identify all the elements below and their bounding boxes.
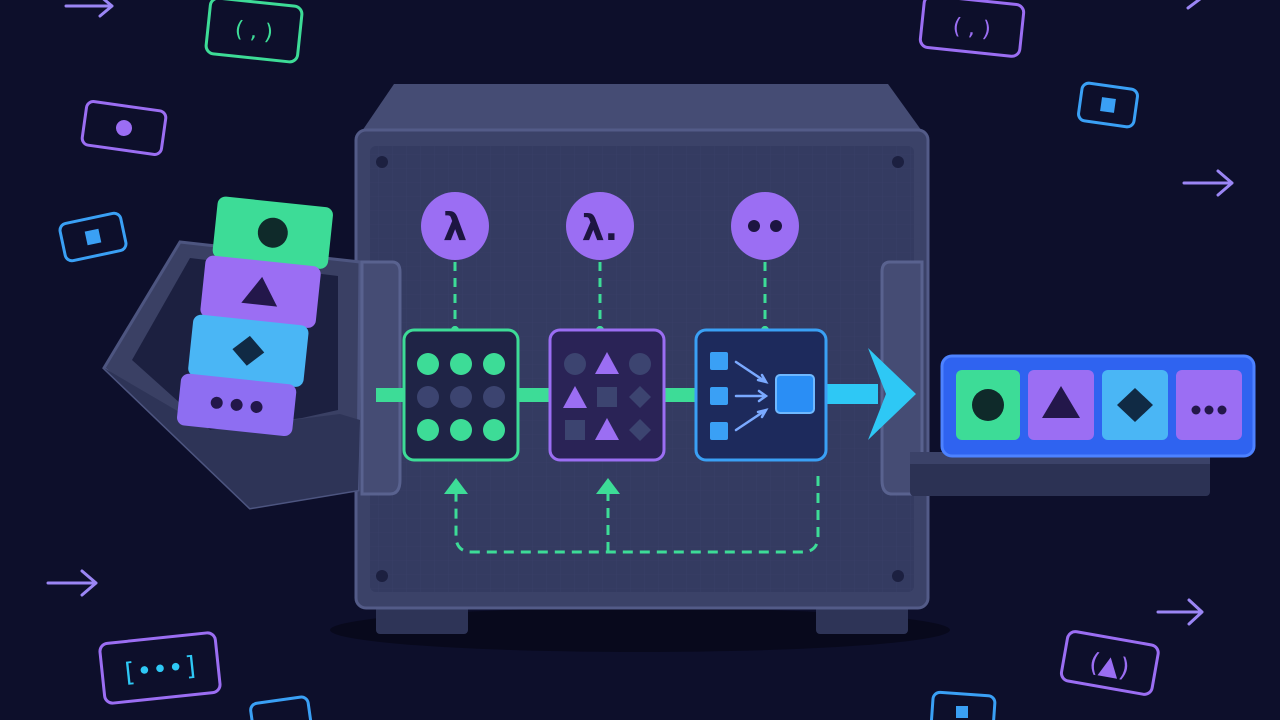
arrow-right-icon [64,0,114,18]
operator-lambda: λ [421,192,489,260]
floating-tag-tuple-top-left: ( , ) [204,0,304,64]
diamond-icon [232,335,265,366]
output-arrow-icon [868,348,916,440]
operator-connectors [453,262,767,330]
floating-tag-square-right [1077,81,1139,129]
circle-icon [116,120,132,136]
lambda-icon: λ [443,205,467,249]
diamond-icon [1117,388,1153,422]
output-flow-line [826,384,878,404]
output-port [880,260,924,496]
feedback-loop [454,476,820,554]
ellipsis-icon [210,396,263,413]
machine-top [360,84,924,134]
arrow-right-icon [46,569,98,597]
svg-text:( , ): ( , ) [951,14,992,43]
feedback-arrow-icon [444,478,468,494]
input-token-stack [177,196,333,437]
arrow-right-icon [1182,169,1234,197]
stage-merge [694,328,828,462]
triangle-icon [1042,386,1080,418]
triangle-icon [241,276,278,307]
circle-icon [972,389,1004,421]
ellipsis-icon [1191,405,1227,415]
arrow-right-icon [1156,598,1204,626]
main-flow-line [376,388,406,402]
circle-icon [257,217,288,248]
floating-tag-tuple-top-right: ( , ) [918,0,1026,58]
floating-tag-partial-bottom [249,690,997,720]
floating-tag-circle [80,100,168,156]
floating-arrows [46,0,1234,626]
operator-lambda-dot: λ. [566,192,634,260]
feedback-arrow-icon [596,478,620,494]
dots-icon [748,220,782,232]
output-conveyor [910,354,1256,496]
operator-dots [731,192,799,260]
arrow-right-icon [1186,0,1202,10]
svg-text:[•••]: [•••] [120,651,201,689]
square-icon [84,228,102,246]
floating-tag-square-left [58,211,128,263]
svg-text:(▲): (▲) [1087,648,1132,685]
lambda-dot-icon: λ. [582,208,618,249]
stage-mixed-shapes [548,328,666,462]
shape-mix-icon [563,352,651,441]
floating-tag-paren-triangle: (▲) [1059,630,1160,696]
floating-tag-list-bottom-left: [•••] [98,631,222,705]
screws [376,156,904,582]
svg-text:( , ): ( , ) [234,17,275,46]
merge-icon [710,352,815,440]
square-icon [1100,97,1116,113]
input-port [360,260,402,496]
circle-grid-icon [417,353,505,441]
stage-circle-grid [402,328,520,462]
